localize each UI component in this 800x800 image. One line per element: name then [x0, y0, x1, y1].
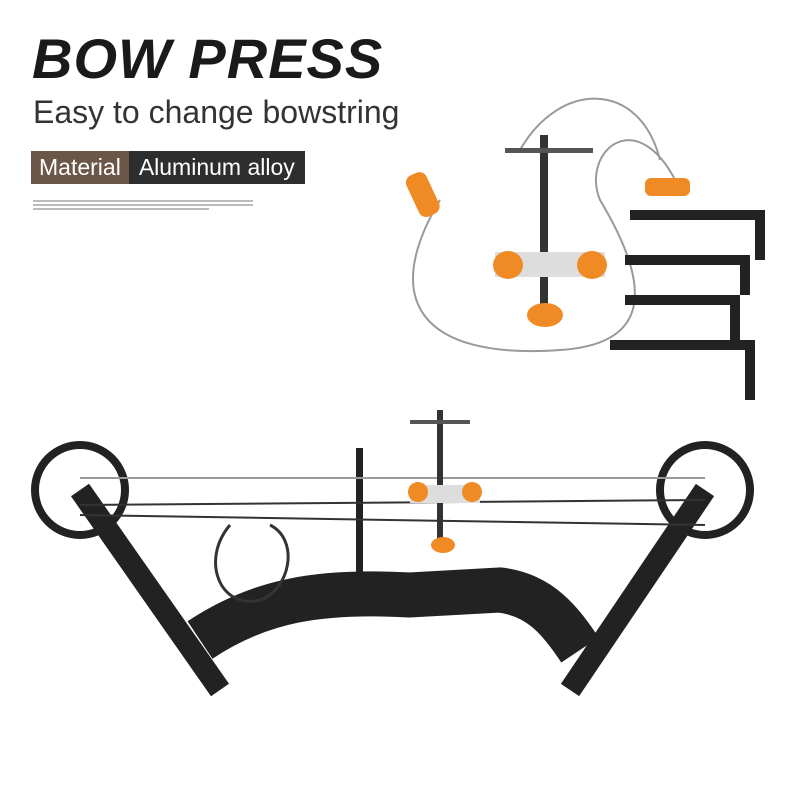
- material-spec: Material Aluminum alloy: [31, 151, 305, 184]
- subtitle: Easy to change bowstring: [33, 94, 400, 130]
- compound-bow-image: [31, 410, 754, 697]
- bow-press-kit-image: [405, 97, 765, 400]
- spec-label: Material: [31, 151, 129, 184]
- spec-value: Aluminum alloy: [128, 151, 305, 184]
- page-title: BOW PRESS: [32, 27, 384, 90]
- fine-print: [33, 200, 253, 212]
